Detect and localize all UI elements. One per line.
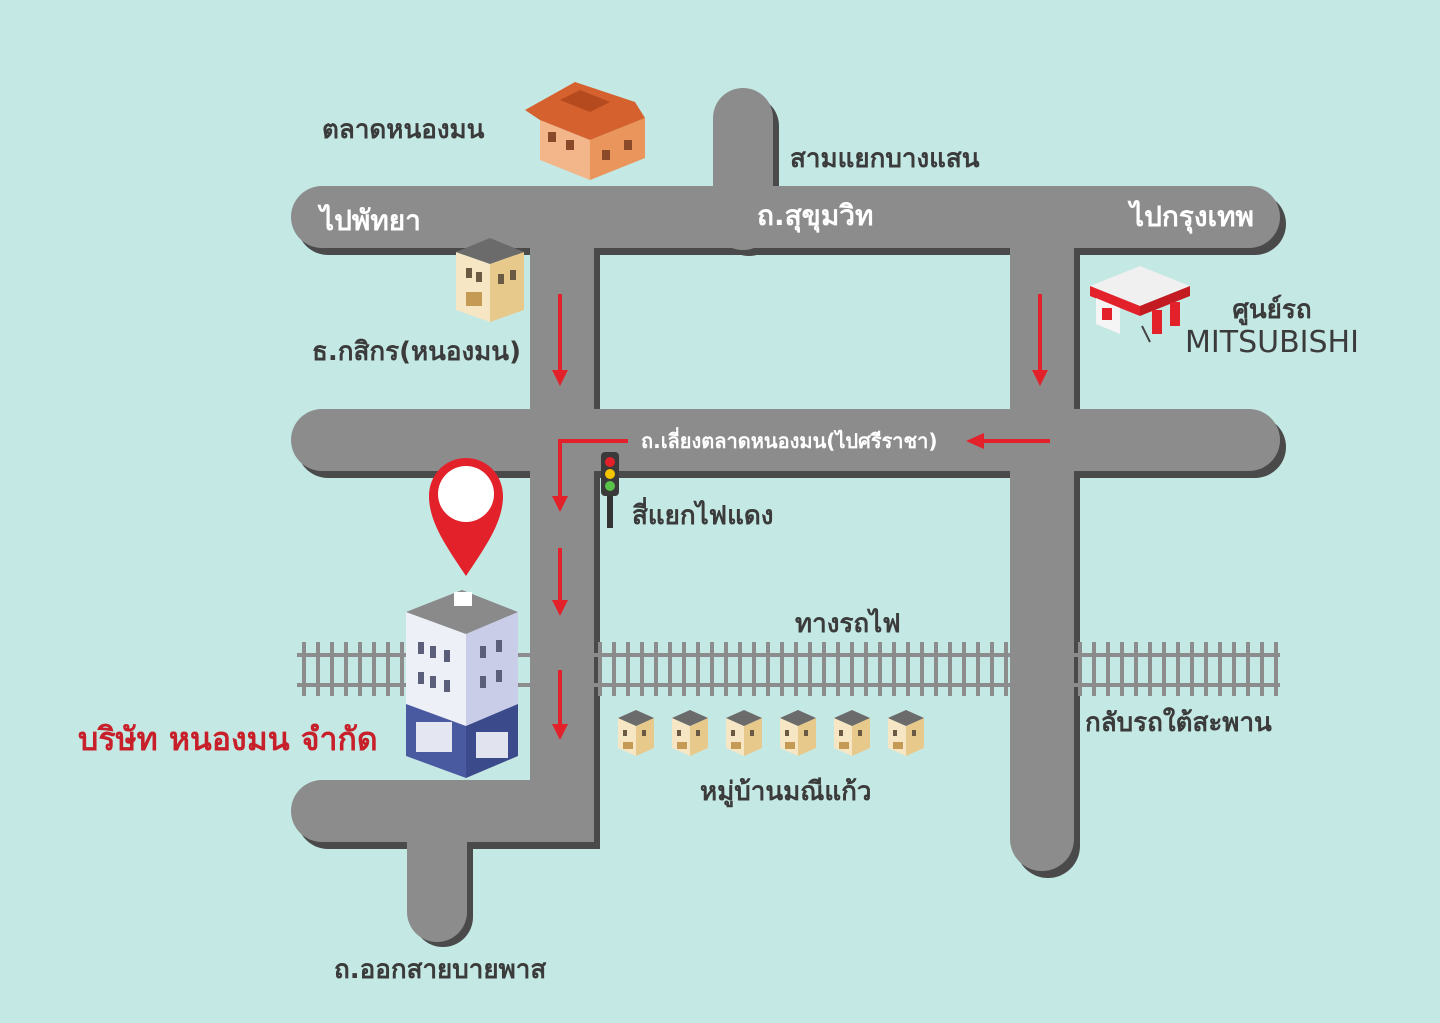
mitsubishi-label: MITSUBISHI — [1185, 325, 1359, 360]
arrow-down-2 — [1032, 294, 1048, 386]
house-icon — [618, 710, 654, 756]
road-bypass-exit — [407, 780, 467, 942]
car-center-label: ศูนย์รถ — [1232, 294, 1311, 326]
road-bypass — [291, 409, 1280, 471]
bypass-road-label: ถ.เลี่ยงตลาดหนองมน(ไปศรีราชา) — [641, 426, 937, 453]
company-label: บริษัท หนองมน จำกัด — [78, 720, 378, 758]
road-right-vertical — [1010, 186, 1074, 871]
sukhumvit-label: ถ.สุขุมวิท — [757, 199, 873, 233]
house-icon — [888, 710, 924, 756]
arrow-down-4 — [552, 670, 568, 740]
village-label: หมู่บ้านมณีแก้ว — [700, 777, 872, 808]
road-left-vertical — [530, 186, 594, 842]
intersection-label: สามแยกบางแสน — [790, 144, 980, 174]
bypass-exit-label: ถ.ออกสายบายพาส — [334, 955, 546, 985]
market-building-icon — [525, 82, 645, 180]
to-pattaya-label: ไปพัทยา — [317, 204, 421, 237]
house-icon — [726, 710, 762, 756]
location-pin-icon — [429, 458, 503, 576]
to-bangkok-label: ไปกรุงเทพ — [1127, 200, 1254, 234]
house-icon — [834, 710, 870, 756]
railway-label: ทางรถไฟ — [795, 607, 901, 639]
traffic-light-icon — [601, 452, 619, 528]
arrow-down-1 — [552, 294, 568, 386]
village-houses — [618, 710, 924, 756]
arrow-left-bypass — [966, 433, 1050, 449]
arrow-turn-head — [552, 496, 568, 512]
house-icon — [780, 710, 816, 756]
arrow-down-3 — [552, 548, 568, 616]
house-icon — [672, 710, 708, 756]
bank-label: ธ.กสิกร(หนองมน) — [312, 337, 521, 367]
traffic-light-label: สี่แยกไฟแดง — [632, 496, 773, 531]
direction-arrows — [552, 294, 1050, 740]
bank-building-icon — [456, 238, 524, 322]
market-label: ตลาดหนองมน — [322, 115, 485, 145]
gas-station-icon — [1090, 266, 1190, 343]
railway-track — [297, 642, 1280, 696]
underpass-label: กลับรถใต้สะพาน — [1085, 707, 1272, 738]
office-building-icon — [406, 590, 518, 778]
arrow-turn-down — [558, 439, 628, 498]
